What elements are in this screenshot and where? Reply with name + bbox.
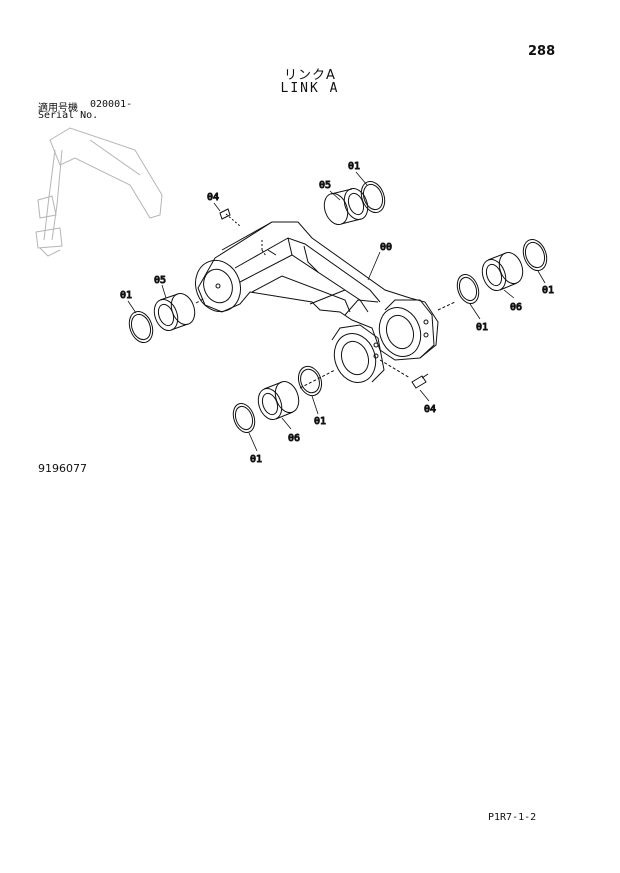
serial-label-english: Serial No. xyxy=(38,110,99,121)
seal-ring-01-bottom-mid xyxy=(297,365,323,397)
seal-ring-01-left xyxy=(128,311,154,343)
leader-lines xyxy=(127,171,546,452)
drawing-number: 9196077 xyxy=(38,462,87,475)
part-label-01-right-lower: 01 xyxy=(476,322,488,333)
title-english: LINK A xyxy=(280,81,340,96)
bushing-05-left xyxy=(153,293,196,331)
excavator-locator-icon xyxy=(35,127,163,257)
page-reference: P1R7-1-2 xyxy=(488,812,537,823)
grease-fitting-04-right xyxy=(411,373,429,389)
part-label-01-bottom: 01 xyxy=(250,454,262,465)
seal-ring-01-top xyxy=(360,181,386,213)
title-japanese: リンクA xyxy=(284,68,336,83)
part-label-01-bottom-mid: 01 xyxy=(314,416,326,427)
part-label-05-left: 05 xyxy=(154,275,166,286)
part-label-06-right: 06 xyxy=(510,302,522,313)
part-label-01-top: 01 xyxy=(348,161,360,172)
page-number: 288 xyxy=(528,44,556,59)
part-label-06-bottom: 06 xyxy=(288,433,300,444)
part-label-00: 00 xyxy=(380,242,392,253)
link-a-body xyxy=(194,221,439,383)
part-label-04-right: 04 xyxy=(424,404,436,415)
bushing-06-bottom xyxy=(257,381,300,420)
part-label-04-top: 04 xyxy=(207,192,219,203)
serial-label-japanese: 適用号機 xyxy=(38,103,78,114)
serial-range: 020001- xyxy=(90,99,133,110)
bushing-06-right xyxy=(481,252,524,291)
part-label-05-top: 05 xyxy=(319,180,331,191)
part-label-01-right: 01 xyxy=(542,285,554,296)
grease-fitting-04-top xyxy=(219,208,241,227)
part-label-01-left: 01 xyxy=(120,290,132,301)
seal-ring-01-right xyxy=(522,239,548,271)
seal-ring-01-right-lower xyxy=(456,273,480,305)
seal-ring-01-bottom xyxy=(232,402,256,434)
